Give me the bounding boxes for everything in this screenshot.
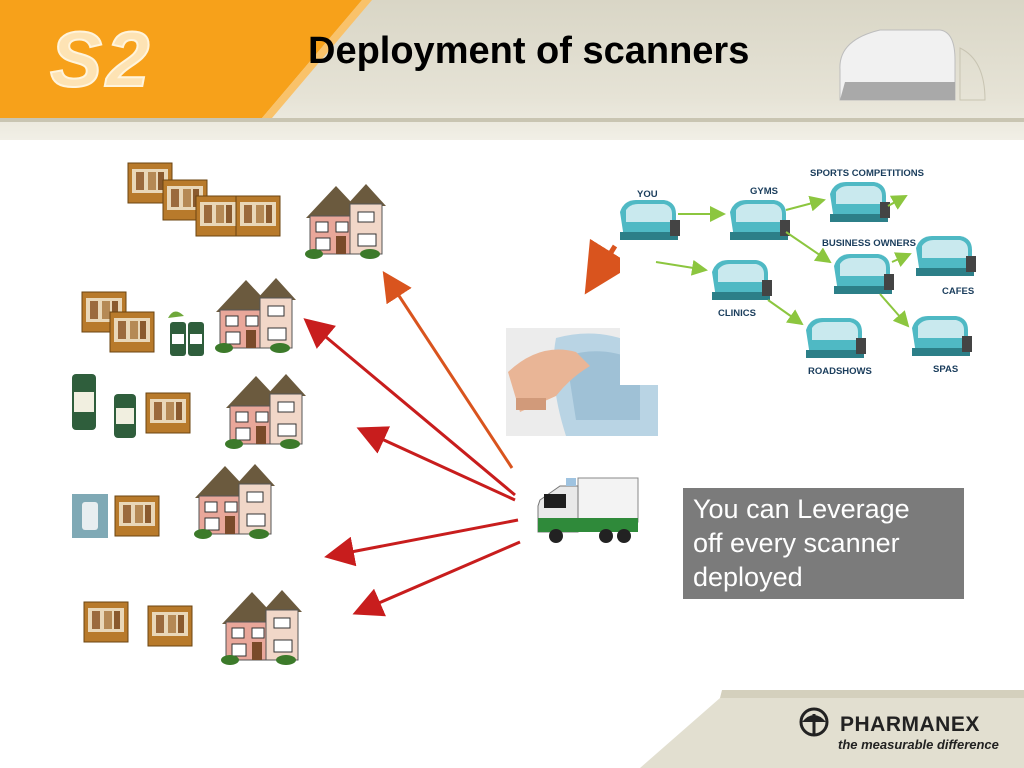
- scanner-icon: [912, 316, 972, 356]
- scanner-network-diagram: [620, 160, 1000, 385]
- scanner-icon: [712, 260, 772, 300]
- product-box-icon: [83, 601, 129, 643]
- house-icon: [193, 463, 276, 540]
- pharmanex-brand: PHARMANEX: [840, 713, 980, 736]
- arrow-to-house-1: [382, 270, 514, 469]
- s2-logo-text: S2: [49, 14, 154, 104]
- supplement-bottle-icon: [72, 494, 108, 538]
- pharmanex-tagline: the measurable difference: [838, 737, 999, 752]
- scanner-icon: [834, 254, 894, 294]
- callout-line-3: deployed: [693, 562, 803, 592]
- orange-header-panel: [0, 0, 362, 118]
- house-icon: [214, 277, 297, 354]
- house-icon: [304, 183, 387, 260]
- label-business-owners: BUSINESS OWNERS: [822, 238, 916, 249]
- scanner-icon: [916, 236, 976, 276]
- s2-logo: S2: [49, 14, 240, 104]
- label-sports-competitions: SPORTS COMPETITIONS: [810, 168, 925, 179]
- label-gyms: GYMS: [750, 186, 778, 197]
- scanner-icon: [830, 182, 890, 222]
- house-icon: [224, 373, 307, 450]
- label-roadshows: ROADSHOWS: [808, 366, 872, 377]
- slide-title: Deployment of scanners: [308, 30, 750, 72]
- leverage-callout: You can Leverage off every scanner deplo…: [683, 488, 964, 599]
- product-box-icon: [195, 195, 241, 237]
- footer-band: [640, 690, 1024, 768]
- arrow-to-house-5: [352, 540, 521, 617]
- callout-line-1: You can Leverage: [693, 494, 910, 524]
- orange-panel-edge: [262, 0, 372, 118]
- scanner-device-icon: [839, 29, 986, 101]
- label-you: YOU: [637, 189, 658, 200]
- arrow-to-house-3: [356, 426, 516, 502]
- product-box-icon: [145, 392, 191, 434]
- scanner-icon: [620, 200, 680, 240]
- product-box-icon: [114, 495, 160, 537]
- product-box-icon: [109, 311, 155, 353]
- pharmanex-logo-icon: [799, 707, 829, 737]
- delivery-truck-icon: [537, 477, 639, 543]
- supplement-bottle-icon: [168, 311, 204, 356]
- label-spas: SPAS: [933, 364, 959, 375]
- header-rule: [0, 118, 1024, 122]
- product-box-icon: [235, 195, 281, 237]
- label-clinics: CLINICS: [718, 308, 756, 319]
- arrow-to-hand-scan: [584, 238, 633, 295]
- house-icon: [220, 589, 303, 666]
- scanner-icon: [806, 318, 866, 358]
- arrow-to-house-4: [324, 518, 519, 567]
- scanner-icon: [730, 200, 790, 240]
- supplement-bottle-icon: [72, 374, 136, 438]
- product-box-icon: [147, 605, 193, 647]
- header-decor: [0, 0, 1024, 122]
- callout-line-2: off every scanner: [693, 528, 900, 558]
- arrow-to-house-2: [303, 318, 516, 497]
- label-cafes: CAFES: [942, 286, 975, 297]
